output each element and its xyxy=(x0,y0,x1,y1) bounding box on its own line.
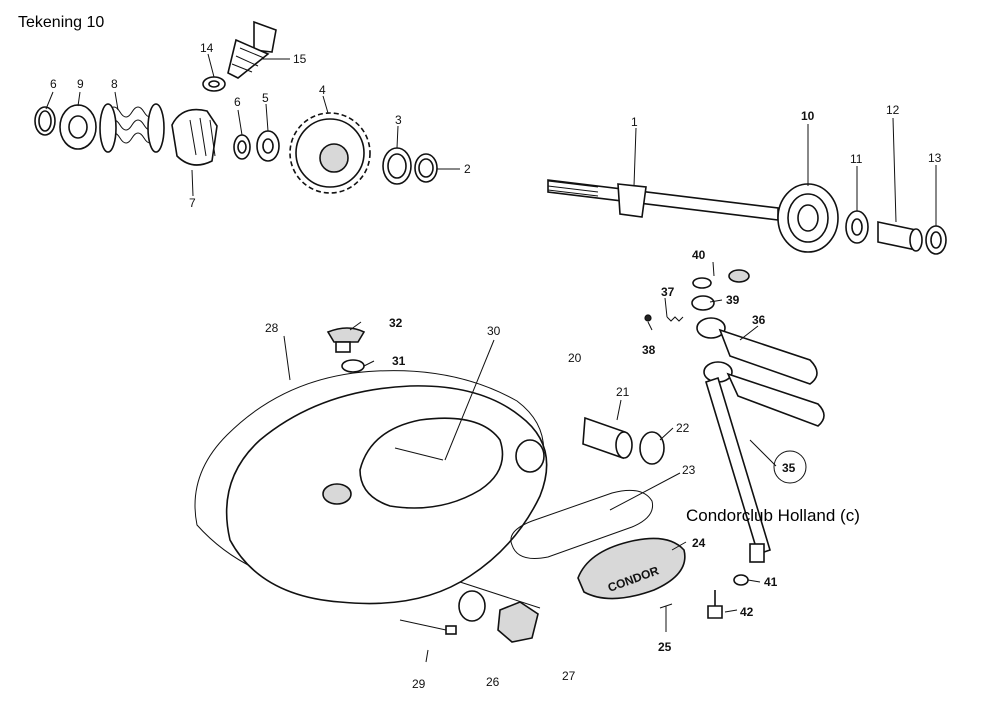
cover-body xyxy=(225,385,548,605)
label-27: 27 xyxy=(562,669,576,683)
label-8: 8 xyxy=(111,77,118,91)
label-22: 22 xyxy=(676,421,690,435)
seal-22 xyxy=(639,431,665,465)
washer-13 xyxy=(925,225,947,255)
washers-40 xyxy=(692,269,750,289)
label-5: 5 xyxy=(262,91,269,105)
label-39: 39 xyxy=(726,293,740,307)
oil-plug-32 xyxy=(326,327,366,353)
lever-35 xyxy=(703,361,825,563)
label-24: 24 xyxy=(692,536,706,550)
label-20: 20 xyxy=(568,351,582,365)
label-31: 31 xyxy=(392,354,406,368)
label-23: 23 xyxy=(682,463,696,477)
label-9: 9 xyxy=(77,77,84,91)
gasket-23 xyxy=(510,489,654,559)
label-40: 40 xyxy=(692,248,706,262)
bush-12 xyxy=(877,221,923,252)
copyright-credit: Condorclub Holland (c) xyxy=(686,506,860,525)
washer-41 xyxy=(733,574,749,586)
leader-lines xyxy=(45,53,937,663)
bolt-15 xyxy=(227,20,277,79)
label-2: 2 xyxy=(464,162,471,176)
label-21: 21 xyxy=(616,385,630,399)
label-41: 41 xyxy=(764,575,778,589)
lever-36 xyxy=(696,317,818,385)
drawing-title: Tekening 10 xyxy=(18,14,105,31)
washer-14 xyxy=(202,76,226,92)
label-42: 42 xyxy=(740,605,754,619)
ratchet-7 xyxy=(171,108,218,166)
spring-10 xyxy=(777,183,839,253)
disc-5 xyxy=(256,130,280,162)
gear-4 xyxy=(289,112,371,194)
screw-25 xyxy=(659,603,673,624)
label-3: 3 xyxy=(395,113,402,127)
label-25: 25 xyxy=(658,640,672,654)
circlip-6 xyxy=(34,106,56,136)
label-6a: 6 xyxy=(50,77,57,91)
callout-labels: 6 9 8 7 6 5 4 3 2 14 15 1 10 11 12 13 40… xyxy=(50,41,942,691)
label-38: 38 xyxy=(642,343,656,357)
washer-2 xyxy=(414,153,438,183)
spring-37 xyxy=(666,316,684,322)
label-35-circle xyxy=(773,450,807,484)
bolt-42 xyxy=(707,590,723,619)
label-32: 32 xyxy=(389,316,403,330)
label-13: 13 xyxy=(928,151,942,165)
label-12: 12 xyxy=(886,103,900,117)
bolt-30 xyxy=(394,447,444,461)
spring-8 xyxy=(99,103,165,153)
label-10: 10 xyxy=(801,109,815,123)
bolt-29 xyxy=(399,619,457,635)
label-35: 35 xyxy=(782,461,796,475)
label-29: 29 xyxy=(412,677,426,691)
label-28: 28 xyxy=(265,321,279,335)
plug-26 xyxy=(458,590,539,643)
label-4: 4 xyxy=(319,83,326,97)
label-30: 30 xyxy=(487,324,501,338)
label-1: 1 xyxy=(631,115,638,129)
shaft-1 xyxy=(547,179,779,221)
disc-9 xyxy=(59,104,97,150)
washer-11 xyxy=(845,210,869,244)
label-36: 36 xyxy=(752,313,766,327)
badge-24: CONDOR xyxy=(577,537,686,600)
label-26: 26 xyxy=(486,675,500,689)
ball-38 xyxy=(644,314,652,322)
label-7: 7 xyxy=(189,196,196,210)
washer-6b xyxy=(233,134,251,160)
washer-3 xyxy=(382,147,412,185)
label-15: 15 xyxy=(293,52,307,66)
seal-31 xyxy=(341,359,365,373)
washer-39 xyxy=(691,295,715,311)
label-11: 11 xyxy=(850,152,863,166)
label-37: 37 xyxy=(661,285,675,299)
label-6b: 6 xyxy=(234,95,241,109)
label-14: 14 xyxy=(200,41,214,55)
bush-21 xyxy=(582,416,633,460)
